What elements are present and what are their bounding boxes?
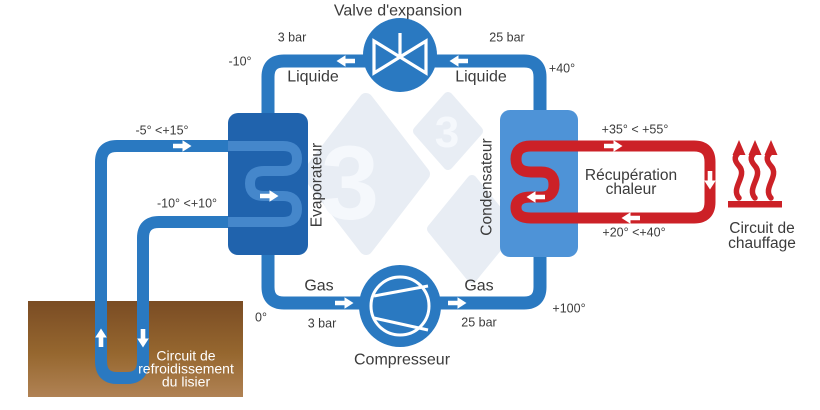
slurry-return-temp-label: -10° <+10°	[156, 196, 218, 211]
watermark-digit-small: 3	[435, 108, 459, 157]
flow-arrow-right	[448, 297, 467, 309]
evaporator-block	[228, 113, 308, 255]
heating-circuit-icon	[728, 140, 782, 208]
slurry-supply-temp-label: -5° <+15°	[135, 123, 189, 138]
watermark-logo: 3 3	[302, 92, 517, 283]
flow-arrow-right	[604, 140, 623, 152]
condenser-block	[500, 110, 578, 257]
flow-arrow-left	[621, 212, 640, 224]
heating-return-temp-label: +20° <+40°	[602, 225, 666, 240]
state-label-top-right: Liquide	[455, 68, 507, 86]
compressor-inner-circle	[369, 275, 431, 337]
slurry-pit-label-line1: Circuit de	[156, 347, 216, 364]
flow-arrow-left	[449, 55, 468, 67]
heat-recovery-label-line2: chaleur	[605, 181, 657, 198]
compressor-vane-top	[373, 284, 429, 298]
heat-source-bar	[728, 201, 782, 208]
pressure-label-top-left: 3 bar	[277, 30, 307, 45]
slurry-pit-label: Circuit de refroidissement du lisier	[138, 347, 234, 390]
heating-circuit-label-line1: Circuit de	[729, 220, 795, 237]
condenser-label: Condensateur	[478, 138, 496, 236]
flow-arrow-up	[95, 328, 107, 347]
flow-arrow-right	[173, 140, 192, 152]
state-label-bottom-right: Gas	[464, 277, 494, 295]
watermark-diamond	[413, 92, 483, 170]
state-label-bottom-left: Gas	[304, 277, 334, 295]
pressure-label-bottom-right: 25 bar	[461, 315, 497, 330]
refrigerant-loop-pipe	[261, 54, 547, 310]
watermark-diamond	[302, 93, 430, 255]
slurry-pit-label-line2: refroidissement	[138, 360, 234, 377]
pressure-label-top-right: 25 bar	[489, 30, 525, 45]
valve-right-triangle	[396, 38, 428, 76]
heating-circuit-label: Circuit de chauffage	[728, 220, 796, 252]
heat-wave-arrow	[732, 140, 746, 201]
evaporator-coil	[228, 141, 303, 227]
flow-arrow-left	[526, 191, 545, 203]
flow-arrow-right	[335, 297, 354, 309]
flow-arrow-left	[336, 55, 355, 67]
temperature-label-top-right: +40°	[548, 61, 576, 76]
state-label-top-left: Liquide	[287, 68, 339, 86]
expansion-valve-title: Valve d'expansion	[333, 2, 463, 20]
valve-left-triangle	[372, 38, 404, 76]
temperature-label-bottom-left: 0°	[255, 310, 267, 325]
flow-arrows	[95, 55, 716, 348]
evaporator-label: Evaporateur	[308, 142, 326, 228]
slurry-pit-label-line3: du lisier	[161, 373, 211, 390]
heat-recovery-label: Récupération chaleur	[584, 167, 678, 198]
heating-flow-temp-label: +35° < +55°	[601, 122, 669, 137]
flow-arrow-down	[137, 329, 149, 348]
compressor-title: Compresseur	[353, 351, 451, 369]
pressure-label-bottom-left: 3 bar	[307, 316, 337, 331]
heating-circuit-label-line2: chauffage	[728, 235, 796, 252]
slurry-circuit-pipe	[95, 140, 228, 384]
watermark-digit-large: 3	[321, 125, 379, 242]
flow-arrow-down	[704, 171, 716, 190]
compressor-icon	[359, 265, 441, 347]
heat-wave-arrow	[748, 140, 762, 201]
watermark-diamond	[427, 175, 517, 283]
heat-recovery-label-line1: Récupération	[584, 167, 678, 184]
temperature-label-top-left: -10°	[228, 54, 252, 69]
temperature-label-bottom-right: +100°	[552, 301, 586, 316]
compressor-vane-bottom	[373, 316, 429, 332]
heat-wave-arrow	[764, 140, 778, 201]
flow-arrow-right	[260, 190, 279, 202]
expansion-valve-icon	[363, 18, 437, 92]
